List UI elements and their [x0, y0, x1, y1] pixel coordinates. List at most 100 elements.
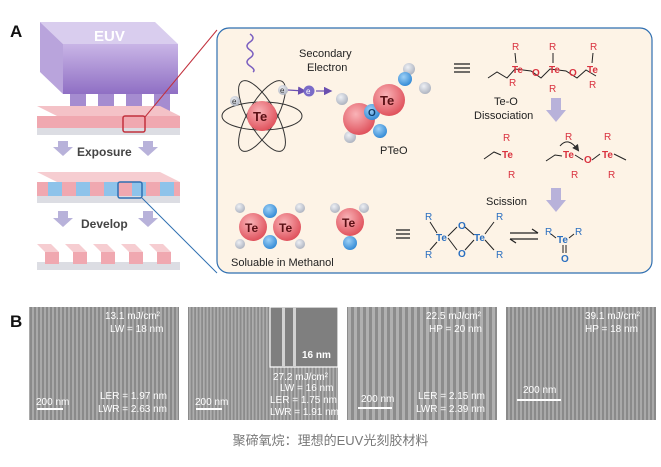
- scale-bar: [37, 408, 63, 410]
- te-atom-label: Te: [279, 221, 292, 235]
- panel-b-label: B: [10, 312, 22, 331]
- r-label: R: [496, 212, 503, 223]
- substrate: [37, 262, 180, 270]
- r-label: R: [425, 212, 432, 223]
- sem-image-4: 39.1 mJ/cm² HP = 18 nm 200 nm: [506, 307, 656, 420]
- r-group-atom: [235, 203, 245, 213]
- sem-3-scale-label: 200 nm: [361, 394, 394, 405]
- te-atom: [336, 208, 364, 236]
- sem-2-scale-label: 200 nm: [195, 397, 228, 408]
- sem-2-lwr: LWR = 1.91 nm: [270, 407, 339, 418]
- down-arrow-icon: [138, 211, 158, 227]
- zoom-connector: [141, 197, 218, 274]
- resist-line: [65, 244, 87, 264]
- secondary-electron-label: Secondary: [299, 48, 352, 60]
- equivalence-sign: [454, 63, 470, 73]
- r-label: R: [545, 227, 552, 238]
- panel-a-label: A: [10, 22, 22, 41]
- te-atom: [239, 213, 267, 241]
- developed-resist: [37, 244, 180, 270]
- zoom-box-develop: [117, 181, 143, 199]
- dimer-molecule-model: Te Te: [235, 203, 305, 249]
- te-label: Te: [587, 65, 598, 76]
- tellurium-atom-model: Te e e: [221, 80, 303, 152]
- resist-line: [121, 244, 143, 264]
- sem-3-hp: HP = 20 nm: [429, 324, 482, 335]
- te-label: Te: [549, 65, 560, 76]
- inset-line: [293, 307, 296, 367]
- euv-block: [63, 44, 178, 94]
- r-group-atom: [344, 131, 356, 143]
- resist-slab: [37, 116, 180, 128]
- electron-icon: [278, 85, 288, 95]
- sem-1-scale-label: 200 nm: [36, 397, 69, 408]
- dimer-ring-structure: R R Te O O Te R R: [425, 212, 503, 261]
- o-label: O: [532, 68, 540, 79]
- photon-wave-icon: [246, 33, 255, 73]
- secondary-electron-icon: [303, 85, 315, 97]
- exposure-step: Exposure: [53, 141, 158, 159]
- r-label: R: [508, 170, 515, 181]
- scale-bar: [517, 399, 561, 401]
- o-label: O: [584, 155, 592, 166]
- o-label: O: [458, 221, 466, 232]
- te-label: Te: [436, 233, 447, 244]
- te-label: Te: [512, 65, 523, 76]
- sem-2-dose: 27.2 mJ/cm²: [273, 372, 329, 383]
- te-atom-label: Te: [342, 216, 355, 230]
- r-label: R: [425, 250, 432, 261]
- r-group-atom: [295, 239, 305, 249]
- te-atom-label: Te: [245, 221, 258, 235]
- scale-bar: [358, 407, 392, 409]
- exposed-region: [104, 182, 118, 196]
- sem-2-ler: LER = 1.75 nm: [270, 395, 337, 406]
- r-label: R: [608, 170, 615, 181]
- euv-block-top: [40, 22, 178, 44]
- resist-line: [149, 244, 171, 264]
- o-label: O: [458, 249, 466, 260]
- develop-label: Develop: [81, 217, 128, 231]
- te-label: Te: [563, 150, 574, 161]
- down-arrow-icon: [546, 188, 566, 212]
- monomer-molecule-model: Te: [330, 203, 369, 250]
- te-label: Te: [557, 235, 568, 246]
- r-label: R: [503, 133, 510, 144]
- r-label: R: [549, 42, 556, 53]
- euv-block-front: [40, 22, 63, 94]
- te-atom: [373, 84, 405, 116]
- sem-3-ler: LER = 2.15 nm: [418, 391, 485, 402]
- secondary-electron-symbol: e: [306, 87, 311, 96]
- o-label: O: [569, 68, 577, 79]
- sem-3-lwr: LWR = 2.39 nm: [416, 404, 485, 415]
- r-label: R: [496, 250, 503, 261]
- r-group-atom: [403, 63, 415, 75]
- exposed-region: [48, 182, 62, 196]
- euv-label: EUV: [94, 28, 125, 45]
- r-label: R: [571, 170, 578, 181]
- dissociation-label: Dissociation: [474, 110, 533, 122]
- electron-label: e: [232, 97, 237, 106]
- monomer-structure: R Te R O: [545, 227, 582, 265]
- o-atom: [343, 236, 357, 250]
- r-label: R: [575, 227, 582, 238]
- pteo-molecule: O Te: [336, 63, 431, 143]
- exposed-resist: [37, 172, 180, 203]
- r-group-atom: [336, 93, 348, 105]
- sem-image-2: 16 nm 27.2 mJ/cm² LW = 16 nm LER = 1.75 …: [188, 306, 339, 420]
- o-atom: [263, 235, 277, 249]
- resist-line: [37, 244, 59, 264]
- sem-3-dose: 22.5 mJ/cm²: [426, 311, 482, 322]
- electron-label: e: [280, 86, 285, 95]
- secondary-electron-label: Electron: [307, 62, 347, 74]
- o-atom: [263, 204, 277, 218]
- figure-caption: 聚碲氧烷：理想的EUV光刻胶材料: [232, 433, 429, 448]
- euv-exposure-schematic: EUV: [37, 22, 180, 135]
- soluable-label: Soluable in Methanol: [231, 257, 334, 269]
- te-label: Te: [474, 233, 485, 244]
- sem-1-dose: 13.1 mJ/cm²: [105, 311, 161, 322]
- r-label: R: [589, 80, 596, 91]
- pteo-chain-structure: R R Te O R R Te O R R Te: [487, 42, 598, 95]
- te-atom: [247, 101, 277, 131]
